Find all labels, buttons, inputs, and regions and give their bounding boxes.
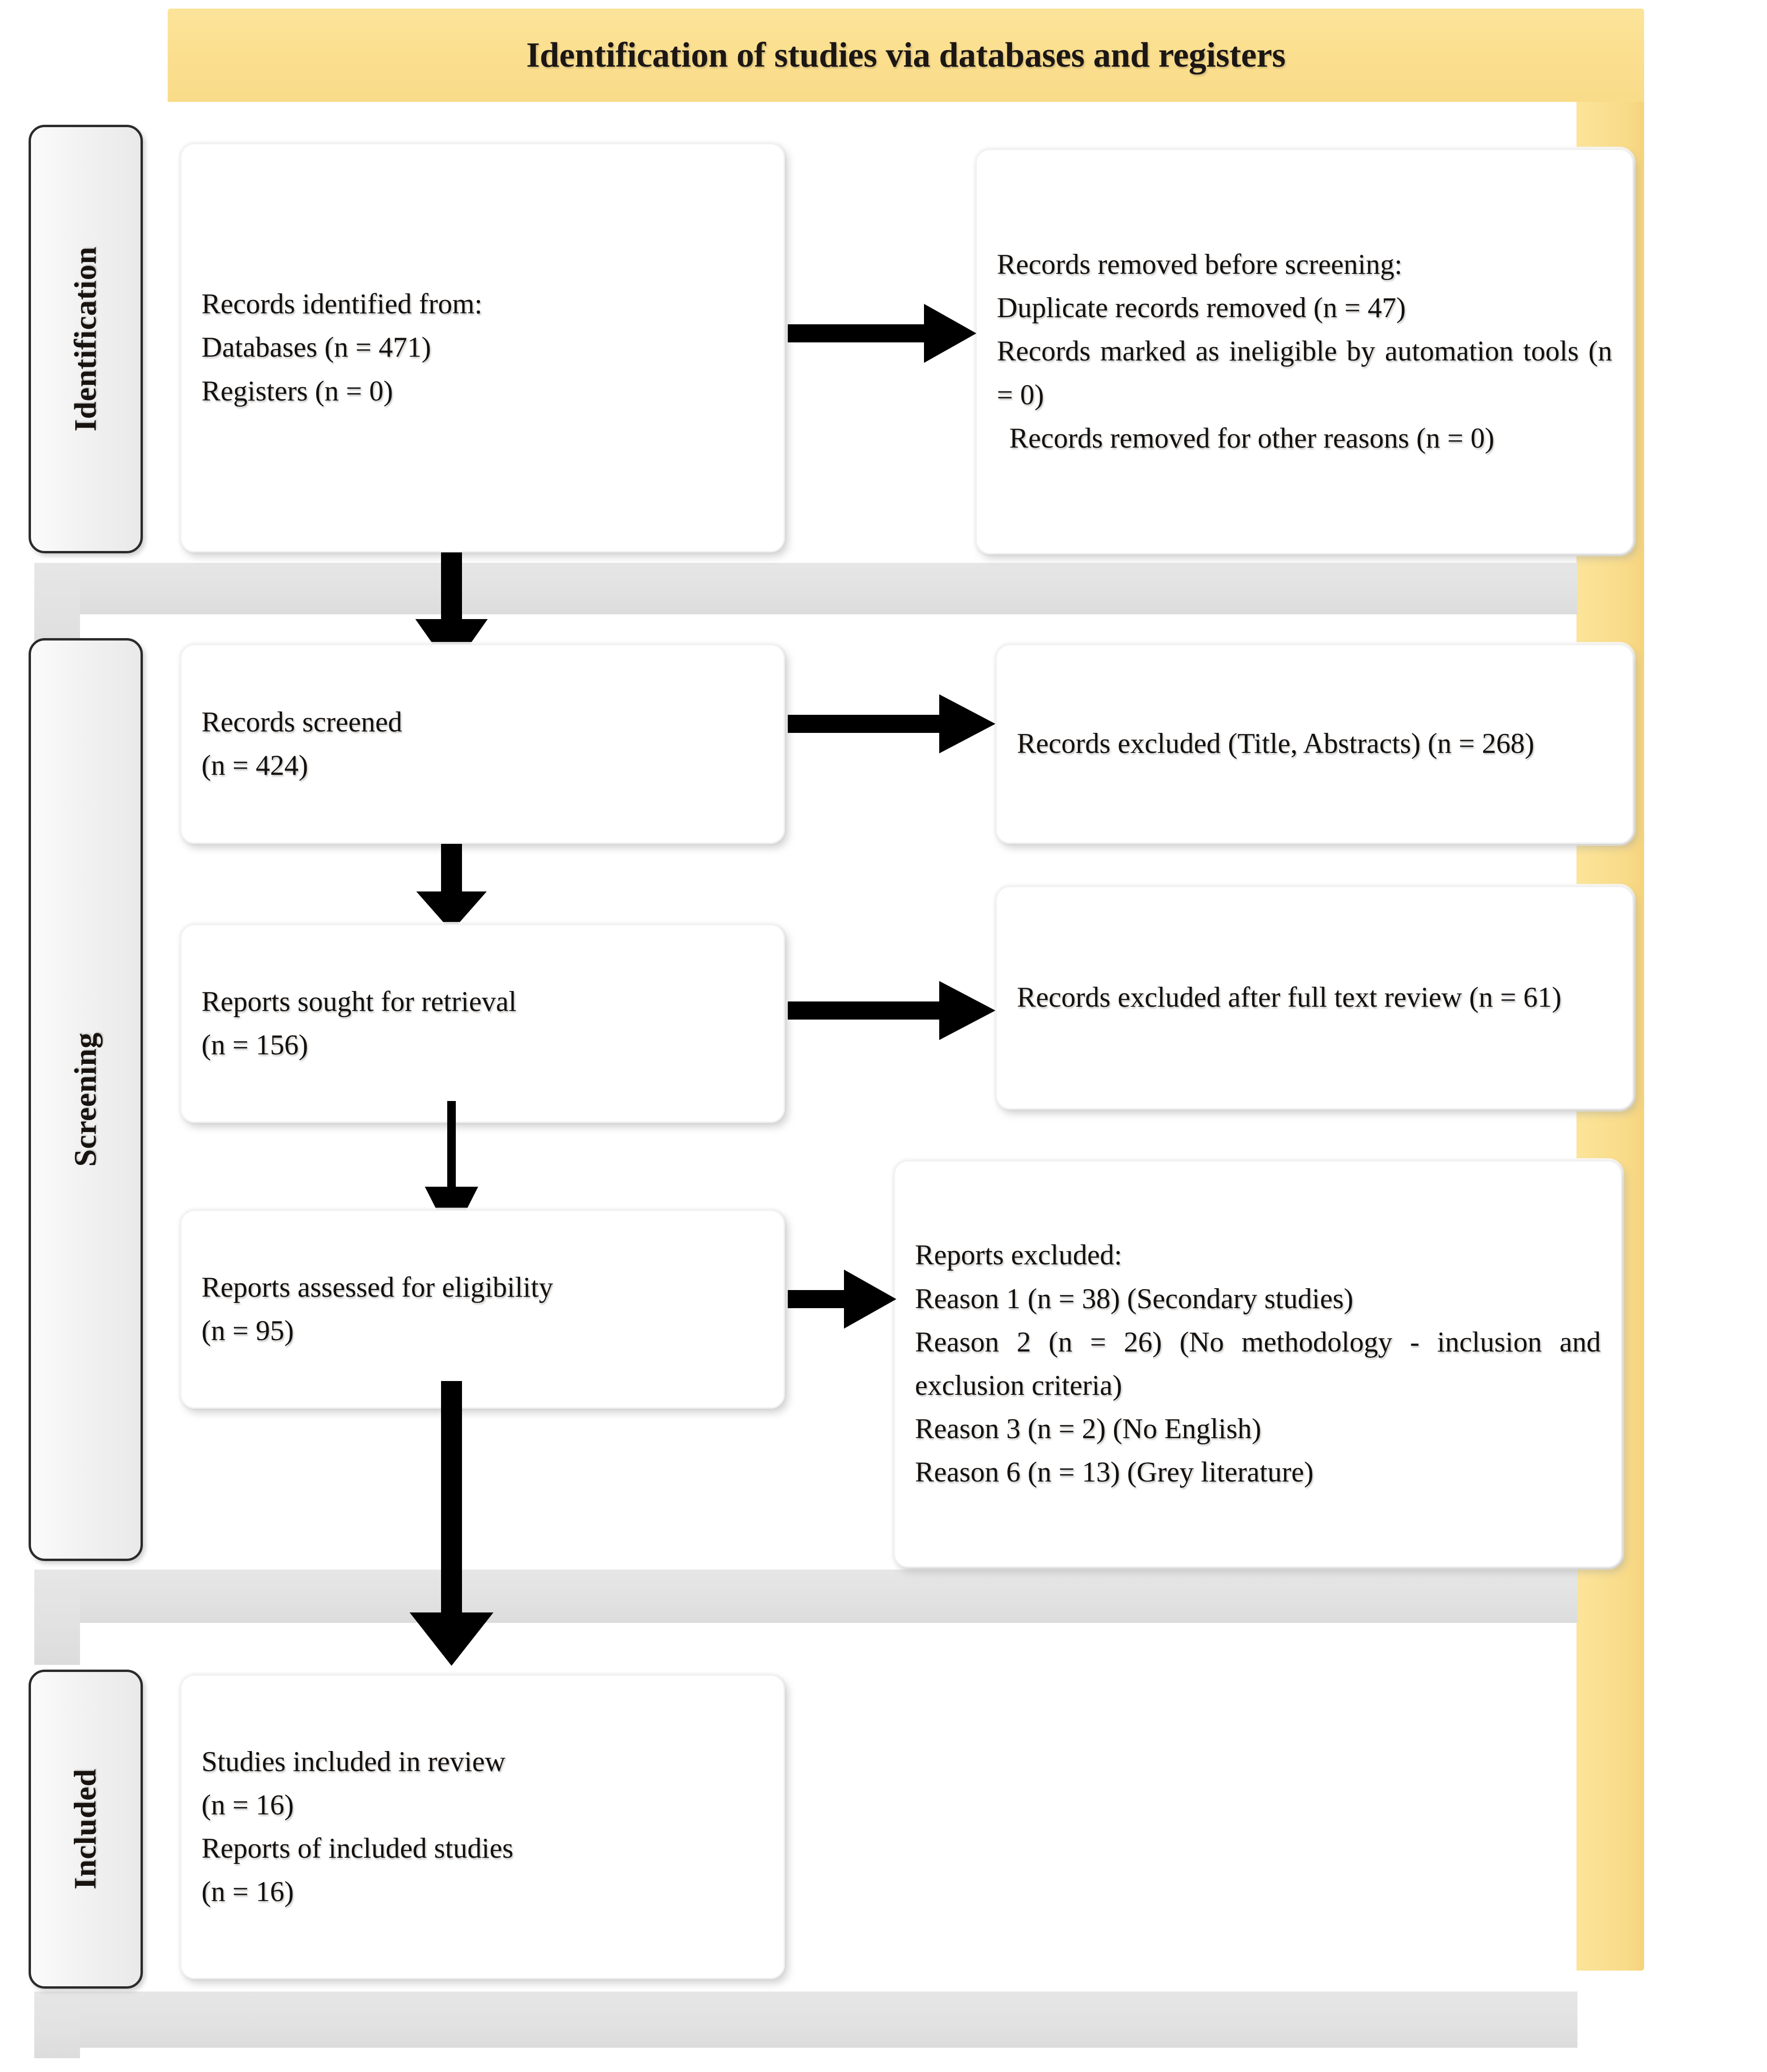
records-identified-line-1: Records identified from: <box>201 288 482 320</box>
arrow-head <box>939 981 995 1040</box>
arrow-head <box>924 304 976 363</box>
diagram-title: Identification of studies via databases … <box>526 35 1286 75</box>
reports-excluded-line-4: Reason 3 (n = 2) (No English) <box>915 1413 1262 1445</box>
reports-excluded-line-2: Reason 1 (n = 38) (Secondary studies) <box>915 1282 1354 1314</box>
records-excluded-title-line-1: Records excluded (Title, Abstracts) (n =… <box>1017 728 1535 760</box>
box-reports-excluded: Reports excluded: Reason 1 (n = 38) (Sec… <box>894 1160 1622 1568</box>
studies-included-line-1: Studies included in review <box>201 1745 506 1777</box>
phase-tab-identification[interactable]: Identification <box>29 125 143 553</box>
arrow-shaft <box>788 715 945 733</box>
box-records-removed: Records removed before screening: Duplic… <box>975 149 1634 554</box>
reports-assessed-line-2: (n = 95) <box>201 1315 294 1346</box>
arrow-shaft <box>788 324 931 342</box>
records-screened-line-2: (n = 424) <box>201 750 308 781</box>
box-records-screened: Records screened (n = 424) <box>180 644 785 844</box>
arrow-shaft <box>441 844 462 895</box>
arrow-shaft <box>441 552 462 623</box>
records-identified-line-3: Registers (n = 0) <box>201 375 393 407</box>
reports-excluded-line-1: Reports excluded: <box>915 1239 1122 1271</box>
phase-tab-identification-label: Identification <box>68 246 103 432</box>
phase-tab-included-label: Included <box>68 1769 103 1890</box>
studies-included-line-4: (n = 16) <box>201 1876 294 1908</box>
studies-included-line-2: (n = 16) <box>201 1789 294 1821</box>
arrow-head <box>939 694 995 753</box>
arrow-shaft <box>788 1290 850 1308</box>
box-records-excluded-title: Records excluded (Title, Abstracts) (n =… <box>995 644 1634 844</box>
arrow-shaft <box>447 1101 456 1196</box>
records-excluded-fulltext-line-1: Records excluded after full text review … <box>1017 981 1562 1013</box>
banner-top-strip <box>168 9 1644 102</box>
grey-band-identification <box>34 563 1577 614</box>
box-reports-sought: Reports sought for retrieval (n = 156) <box>180 924 785 1123</box>
records-removed-line-4: Records removed for other reasons (n = 0… <box>1009 422 1495 454</box>
grey-band-screening <box>34 1570 1577 1623</box>
reports-excluded-line-5: Reason 6 (n = 13) (Grey literature) <box>915 1456 1314 1488</box>
records-removed-line-1: Records removed before screening: <box>997 249 1403 280</box>
studies-included-line-3: Reports of included studies <box>201 1832 513 1864</box>
phase-tab-screening[interactable]: Screening <box>29 638 143 1561</box>
reports-excluded-line-3: Reason 2 (n = 26) (No methodology - incl… <box>915 1326 1601 1401</box>
phase-tab-included[interactable]: Included <box>29 1670 143 1989</box>
box-records-excluded-fulltext: Records excluded after full text review … <box>995 886 1634 1110</box>
reports-assessed-line-1: Reports assessed for eligibility <box>201 1271 553 1303</box>
phase-tab-screening-label: Screening <box>68 1032 103 1167</box>
records-identified-line-2: Databases (n = 471) <box>201 331 432 363</box>
box-records-identified: Records identified from: Databases (n = … <box>180 143 785 552</box>
box-reports-assessed: Reports assessed for eligibility (n = 95… <box>180 1210 785 1409</box>
box-studies-included: Studies included in review (n = 16) Repo… <box>180 1674 785 1979</box>
records-removed-line-3: Records marked as ineligible by automati… <box>997 335 1612 410</box>
reports-sought-line-1: Reports sought for retrieval <box>201 985 517 1017</box>
grey-band-included <box>34 1992 1577 2048</box>
arrow-shaft <box>441 1381 462 1617</box>
records-removed-line-2: Duplicate records removed (n = 47) <box>997 292 1406 324</box>
arrow-shaft <box>788 1001 945 1020</box>
arrow-head <box>844 1270 896 1329</box>
grey-band-sidebar-gap-3 <box>34 1992 80 2058</box>
records-screened-line-1: Records screened <box>201 706 402 738</box>
grey-band-sidebar-gap-2 <box>34 1570 80 1665</box>
arrow-head <box>410 1612 493 1666</box>
reports-sought-line-2: (n = 156) <box>201 1029 308 1061</box>
